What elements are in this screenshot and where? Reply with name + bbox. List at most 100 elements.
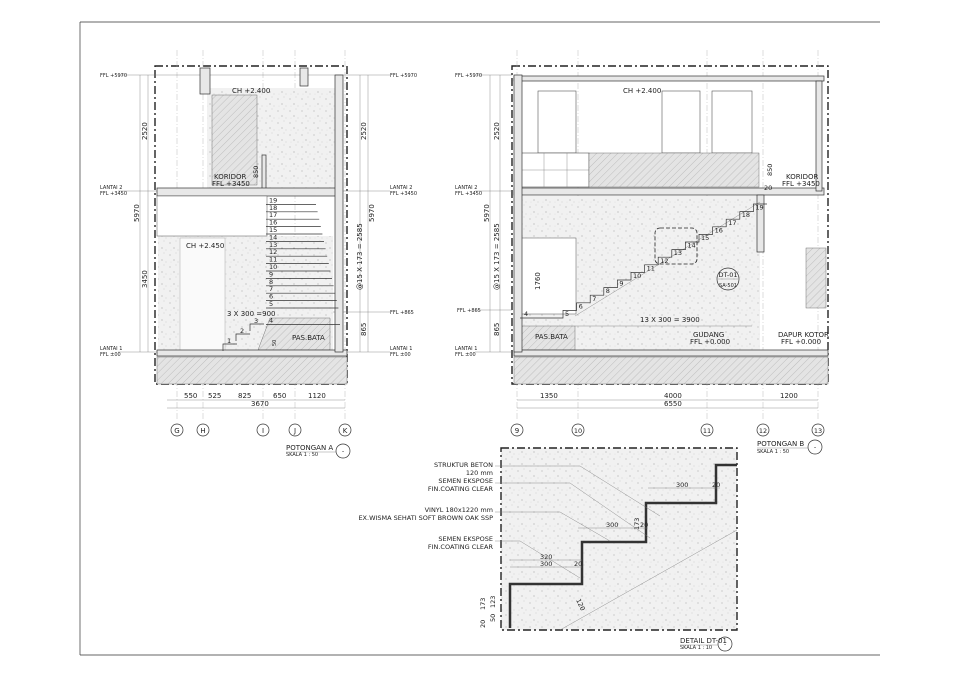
stair-b-number: 7 [592,295,596,303]
room-dapur: DAPUR KOTOR [778,331,829,339]
stair-a-step [235,333,250,341]
brick-infill-label: PAS.BATA [292,334,325,342]
grid-h: H [200,427,205,435]
detail-tag-bubble [716,267,740,291]
stair-a-number: 5 [269,300,273,308]
window-b [805,247,827,309]
slab-lantai-2 [156,187,341,197]
room-gudang: GUDANG [693,331,724,339]
stair-b-number: 6 [579,302,583,310]
stair-b-number: 12 [660,257,668,265]
dim-h-b3: 1200 [780,392,798,400]
dim-base-b: 865 [493,323,501,336]
ceiling-label-b: CH +2.400 [623,87,661,95]
stair-b-number: 17 [728,219,736,227]
dim-h-2: 525 [208,392,221,400]
dim-h-b2: 4000 [664,392,682,400]
small-dim: 50 [272,340,278,346]
stair-b-number: 8 [606,287,610,295]
grid-bubbles-b: 9 10 11 12 13 [510,423,825,437]
section-b-marker: - [814,443,817,451]
room-upper-ffl-b: FFL +3450 [782,180,820,188]
detail-scale: SKALA 1 : 10 [680,645,712,651]
stair-a-number: 11 [269,256,277,264]
stair-b-number: 5 [565,310,569,318]
detail-riser-lower: 173 [479,598,487,610]
dim-total-b: 5970 [483,204,491,222]
stair-a-number: 18 [269,204,277,212]
grid-12: 12 [759,427,767,435]
section-a-title: POTONGAN A [286,444,333,452]
stair-b-number: 11 [647,264,655,272]
door-height-b: 1760 [534,272,542,290]
detail-soffit [559,529,738,631]
level-mid-right: FFL +865 [390,310,414,316]
section-a-frame [154,65,348,385]
door-upper-2 [661,90,701,154]
grid-i: I [262,427,264,435]
level-mid-b: FFL +865 [457,308,481,314]
detail-riser-mid: 173 [633,518,641,530]
level-l1-name-left: LANTAI 1 [100,346,122,352]
stair-b-number: 19 [755,204,763,212]
note-2-line2: FIN.COATING CLEAR [428,485,494,493]
detail-base: 50 [489,614,497,622]
detail-title: DETAIL DT-01 [680,637,727,645]
section-a-marker: - [342,447,345,455]
room-dapur-ffl: FFL +0.000 [781,338,821,346]
dim-h-b1: 1350 [540,392,558,400]
dim-total-left: 5970 [133,204,141,222]
stair-b-number: 9 [619,280,623,288]
window-upper [211,94,258,186]
slab-lantai-2-b [513,187,825,196]
stair-b-number: 16 [715,226,723,234]
stair-b-number: 14 [687,242,695,250]
railing-panel [588,152,760,188]
stair-a-number: 10 [269,263,277,271]
door-lower [179,237,226,353]
level-l2-ffl-right: FFL +3450 [390,191,417,197]
slab-lantai-1 [156,349,348,357]
stair-a-number: 14 [269,233,277,241]
door-upper-1 [537,90,577,154]
stair-a-number: 16 [269,219,277,227]
run-dim-b: 13 X 300 = 3900 [640,316,700,324]
grid-bubbles-a: G H I J K [170,423,352,437]
grid-g: G [174,427,179,435]
dim-h-3: 825 [238,392,251,400]
stair-a-number: 3 [254,317,258,325]
railing-height-b: 850 [766,164,774,176]
sheet-border [79,21,880,656]
level-l1-name-b: LANTAI 1 [455,346,477,352]
ceiling-lower-label: CH +2.450 [186,242,224,250]
level-top-left: FFL +5970 [100,73,127,79]
level-l2-ffl-left: FFL +3450 [100,191,127,197]
grid-k: K [343,427,348,435]
stair-b-number: 15 [701,234,709,242]
stair-a-number: 7 [269,285,273,293]
section-b-scale: SKALA 1 : 50 [757,449,789,455]
dim-h-5: 1120 [308,392,326,400]
note-1-line2: 120 mm [466,469,493,477]
stair-b-number: 13 [674,249,682,257]
detail-stair-profile [508,463,737,628]
dim-upper-b: 2520 [493,122,501,140]
roof-slab-b [513,75,825,82]
note-1-line1: STRUKTUR BETON [434,461,493,469]
stair-a-step [249,323,264,331]
detail-finish-lower: 20 [574,560,582,568]
grid-13: 13 [814,427,822,435]
detail-sheet: SA-501 [719,283,737,289]
stair-a-number: 13 [269,241,277,249]
detail-tread-mid: 300 [606,521,618,529]
grid-j: J [293,427,296,435]
dim-riser-right: @15 X 173 = 2585 [356,223,364,290]
level-l2-name-left: LANTAI 2 [100,185,122,191]
railing-gap-b: 20 [764,184,772,192]
note-3-line1: VINYL 180x1220 mm [425,506,493,514]
stair-a-number: 9 [269,270,273,278]
stair-soffit [574,201,761,317]
detail-nosing: 320 [540,553,552,561]
